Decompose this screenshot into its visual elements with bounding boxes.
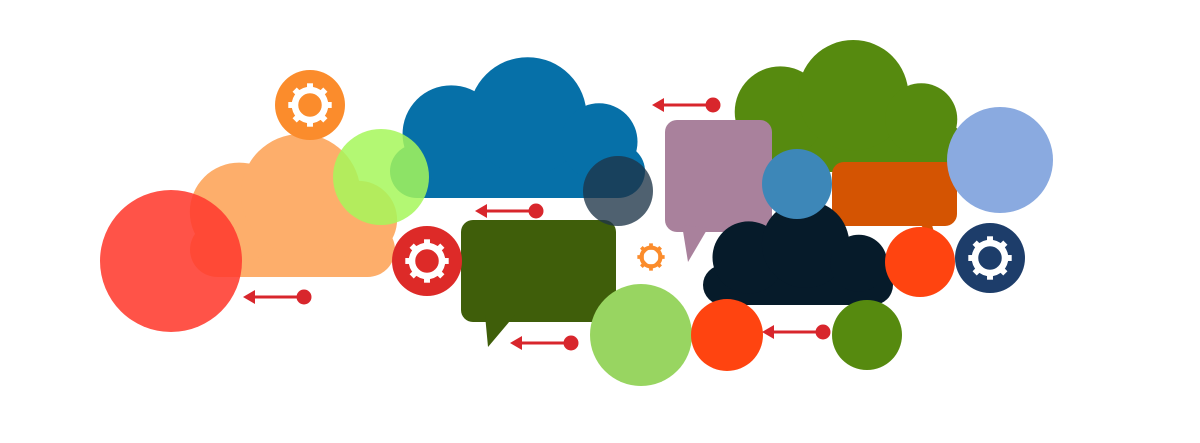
circle-lime xyxy=(333,129,429,225)
speech-bubble-dark-green xyxy=(461,220,616,347)
circle-steel-blue xyxy=(762,149,832,219)
circle-orange-red-right xyxy=(885,227,955,297)
arrow-left-icon-peach xyxy=(243,289,312,305)
circle-periwinkle xyxy=(947,107,1053,213)
gear-icon-small-orange xyxy=(637,243,665,271)
arrow-left-icon-right xyxy=(762,324,831,340)
circle-red xyxy=(100,190,242,332)
gear-icon-navy xyxy=(955,223,1025,293)
arrow-left-icon-bottom xyxy=(510,335,579,351)
circle-olive xyxy=(832,300,902,370)
speech-bubble-mauve xyxy=(665,120,772,262)
arrow-left-icon-top xyxy=(652,97,721,113)
arrow-left-icon-middle xyxy=(475,203,544,219)
gear-icon-orange xyxy=(275,70,345,140)
circle-orange-red-bottom xyxy=(691,299,763,371)
gear-icon-red xyxy=(392,226,462,296)
cloud-navy xyxy=(703,200,893,305)
circle-slate xyxy=(583,156,653,226)
circle-light-green xyxy=(590,284,692,386)
